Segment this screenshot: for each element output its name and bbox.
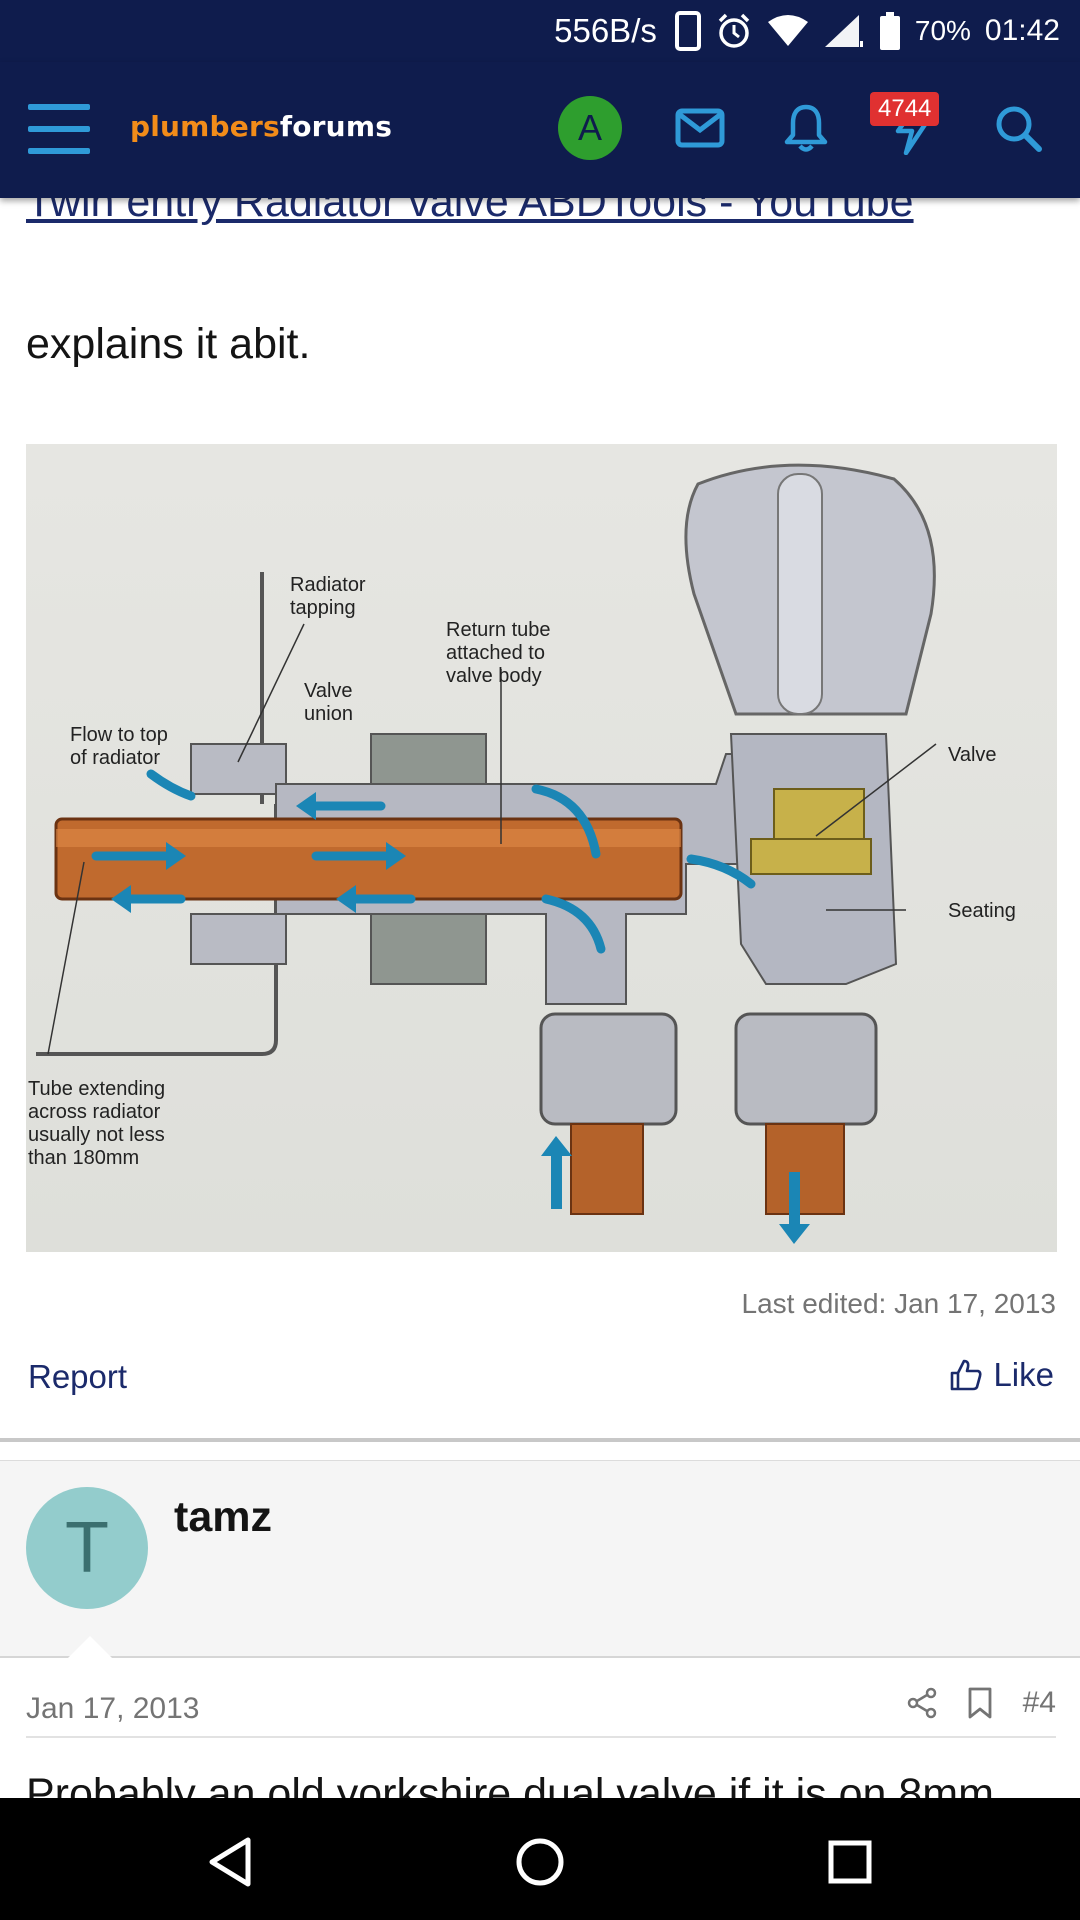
bookmark-icon[interactable] [967, 1687, 993, 1719]
home-icon[interactable] [510, 1832, 570, 1892]
mail-icon[interactable] [670, 98, 730, 158]
label-seating: Seating [948, 900, 1016, 922]
phone-icon [674, 11, 701, 51]
post-number[interactable]: #4 [1022, 1686, 1056, 1719]
battery-icon [879, 12, 901, 50]
status-bar: 556B/s 70% 01:42 [0, 0, 1080, 62]
post-actions: #4 [907, 1686, 1056, 1720]
site-logo[interactable]: plumbersforums [130, 110, 392, 143]
report-link[interactable]: Report [28, 1358, 128, 1395]
post-author-header: T tamz [0, 1460, 1080, 1658]
post-separator [0, 1438, 1080, 1442]
top-navbar: plumbersforums A 4744 [0, 62, 1080, 198]
search-icon[interactable] [988, 98, 1048, 158]
label-valve: Valve [948, 744, 997, 766]
post-meta-divider [26, 1736, 1056, 1738]
post-body-text: explains it abit. [26, 320, 311, 368]
like-button[interactable]: Like [949, 1356, 1054, 1394]
battery-percent: 70% [914, 15, 971, 46]
post-date[interactable]: Jan 17, 2013 [26, 1692, 200, 1725]
thumbs-up-icon [951, 1359, 982, 1391]
last-edited-note: Last edited: Jan 17, 2013 [741, 1288, 1056, 1319]
menu-icon[interactable] [28, 102, 92, 158]
logo-part1: plumbers [130, 110, 280, 143]
like-label: Like [993, 1356, 1054, 1393]
next-post-body-text: Probably an old yorkshire dual valve if … [26, 1770, 994, 1798]
back-icon[interactable] [200, 1832, 260, 1892]
thread-content: Twin entry Radiator valve ABDTools - You… [0, 198, 1080, 1798]
user-avatar[interactable]: A [558, 96, 622, 160]
youtube-link[interactable]: Twin entry Radiator valve ABDTools - You… [26, 198, 914, 226]
signal-icon [823, 13, 865, 49]
network-speed: 556B/s [554, 12, 657, 49]
radiator-valve-diagram[interactable]: Radiator tapping Return tube attached to… [26, 444, 1057, 1252]
label-valve-union: Valve union [304, 680, 353, 725]
author-avatar[interactable]: T [26, 1487, 148, 1609]
label-tube-extending: Tube extending across radiator usually n… [28, 1078, 166, 1169]
label-flow-to-top: Flow to top of radiator [70, 724, 168, 769]
valve-illustration [36, 463, 937, 1244]
bell-icon[interactable] [776, 98, 836, 158]
author-username[interactable]: tamz [174, 1493, 272, 1541]
alerts-badge: 4744 [870, 92, 940, 126]
alarm-icon [715, 12, 753, 50]
logo-part2: forums [279, 110, 393, 143]
system-navigation-bar [0, 1798, 1080, 1920]
clock: 01:42 [984, 14, 1060, 47]
label-radiator-tapping: Radiator tapping [290, 574, 366, 619]
header-pointer [68, 1636, 112, 1658]
wifi-icon [767, 14, 809, 48]
recents-icon[interactable] [820, 1832, 880, 1892]
label-return-tube: Return tube attached to valve body [446, 619, 551, 687]
share-icon[interactable] [907, 1687, 937, 1719]
